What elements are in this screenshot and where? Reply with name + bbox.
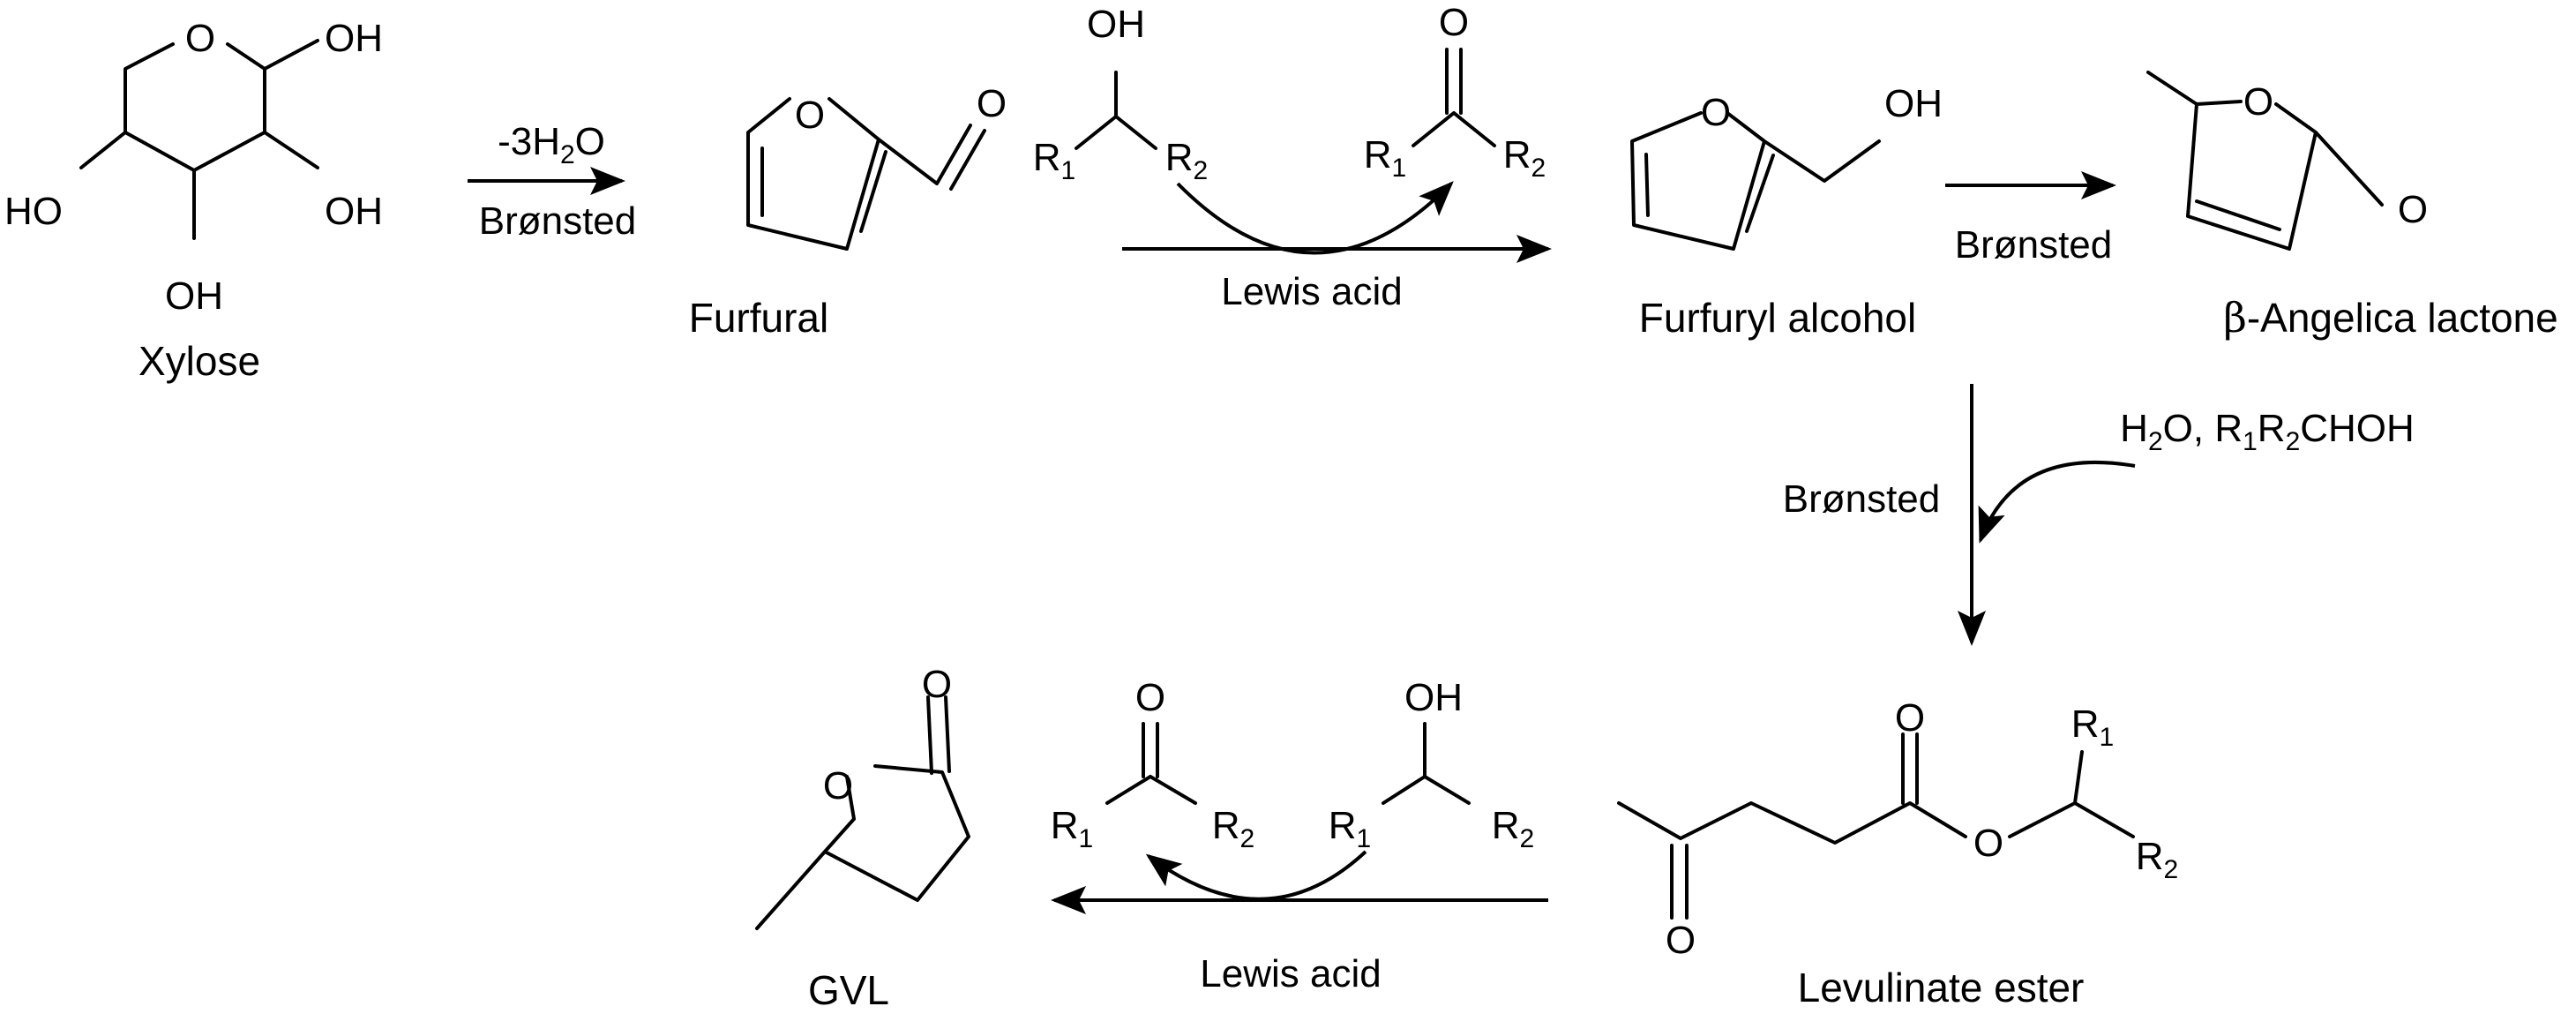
lactone-step-catalyst: Brønsted bbox=[1955, 223, 2113, 267]
furfural-structure: O O Furfural bbox=[689, 82, 1007, 341]
bottom-acceptor-oxygen: O bbox=[1135, 676, 1165, 719]
lactone-carbonyl-oxygen: O bbox=[2398, 188, 2428, 231]
levulinate-r1: R1 bbox=[2071, 702, 2114, 752]
xylose-ring-oxygen: O bbox=[185, 17, 215, 60]
furfural-bonds bbox=[746, 97, 986, 251]
gvl-skeleton bbox=[755, 695, 970, 930]
bottom-donor-bonds bbox=[1382, 722, 1471, 805]
dehydration-catalyst: Brønsted bbox=[479, 199, 637, 243]
angelica-lactone-label: β-Angelica lactone bbox=[2223, 294, 2557, 342]
top-donor-r2: R2 bbox=[1165, 136, 1208, 185]
alcohol-addition-curve bbox=[1978, 460, 2136, 544]
top-donor-bonds bbox=[1075, 71, 1157, 150]
bottom-acceptor-r2: R2 bbox=[1212, 804, 1254, 853]
top-hydrogen-donor: OH R1 R2 bbox=[1033, 3, 1208, 185]
xylose-oh-1: OH bbox=[325, 17, 383, 60]
gvl-structure-clean: O O bbox=[754, 663, 1045, 944]
furfuryl-bonds bbox=[1630, 111, 1881, 251]
top-lewis-acid-label: Lewis acid bbox=[1221, 270, 1402, 313]
lactone-ring-oxygen: O bbox=[2243, 80, 2273, 124]
top-donor-r1: R1 bbox=[1033, 136, 1075, 185]
gvl-carbonyl-oxygen: O bbox=[922, 663, 952, 706]
furfural-label: Furfural bbox=[689, 295, 828, 341]
furfuryl-ring-oxygen: O bbox=[1701, 91, 1731, 134]
top-hydrogen-acceptor: O R1 R2 bbox=[1364, 1, 1546, 183]
bottom-lewis-acid-label: Lewis acid bbox=[1200, 952, 1381, 995]
xylose-ring-bonds bbox=[79, 39, 319, 240]
levulinate-bonds bbox=[1617, 732, 2135, 920]
bottom-donor-r1: R1 bbox=[1329, 804, 1371, 853]
xylose-structure: O OH OH OH HO Xylose bbox=[4, 17, 383, 384]
lactone-bonds bbox=[2146, 71, 2384, 251]
levulinate-step-catalyst: Brønsted bbox=[1783, 477, 1941, 521]
furfuryl-alcohol-structure: O OH Furfuryl alcohol bbox=[1630, 82, 1943, 341]
xylose-ho: HO bbox=[4, 190, 63, 233]
levulinate-ketone-oxygen: O bbox=[1666, 919, 1696, 962]
gvl-ring-oxygen: O bbox=[823, 764, 853, 807]
bottom-hydrogen-acceptor: O R1 R2 bbox=[1051, 676, 1254, 853]
levulinate-r2: R2 bbox=[2136, 835, 2178, 884]
furfuryl-alcohol-label: Furfuryl alcohol bbox=[1639, 295, 1916, 341]
bottom-donor-oh: OH bbox=[1404, 676, 1463, 719]
dehydration-condition: -3H2O bbox=[498, 120, 605, 169]
xylose-label: Xylose bbox=[139, 338, 260, 384]
angelica-lactone-structure: O O β-Angelica lactone bbox=[2146, 71, 2558, 342]
gvl-label: GVL bbox=[808, 967, 889, 1013]
xylose-oh-2: OH bbox=[325, 190, 383, 233]
bottom-acceptor-bonds bbox=[1105, 722, 1197, 805]
furfural-ring-oxygen: O bbox=[795, 94, 825, 137]
bottom-hydrogen-transfer-curve bbox=[1145, 850, 1367, 901]
xylose-oh-3: OH bbox=[165, 274, 223, 318]
levulinate-step-reagents: H2O, R1R2CHOH bbox=[2120, 407, 2415, 456]
gvl-mask bbox=[754, 671, 1045, 944]
top-acceptor-oxygen: O bbox=[1439, 1, 1469, 44]
levulinate-ester-oxygen: O bbox=[1973, 822, 2003, 865]
levulinate-ester-structure: O O O R1 R2 Levulinate ester bbox=[1617, 696, 2178, 1010]
top-donor-oh: OH bbox=[1087, 3, 1145, 46]
top-acceptor-r1: R1 bbox=[1364, 133, 1406, 183]
bottom-hydrogen-donor: OH R1 R2 bbox=[1329, 676, 1534, 853]
bottom-acceptor-r1: R1 bbox=[1051, 804, 1093, 853]
bottom-donor-r2: R2 bbox=[1492, 804, 1534, 853]
top-acceptor-r2: R2 bbox=[1503, 133, 1546, 183]
top-hydrogen-transfer-curve bbox=[1176, 181, 1454, 255]
levulinate-ester-label: Levulinate ester bbox=[1798, 965, 2085, 1010]
beta-symbol: β bbox=[2223, 294, 2247, 342]
furfuryl-oh: OH bbox=[1884, 82, 1943, 125]
dehydration-step: -3H2O Brønsted bbox=[468, 120, 636, 243]
top-acceptor-bonds bbox=[1412, 48, 1496, 147]
levulinate-carbonyl-oxygen: O bbox=[1895, 696, 1925, 740]
furfural-carbonyl-oxygen: O bbox=[977, 82, 1007, 125]
